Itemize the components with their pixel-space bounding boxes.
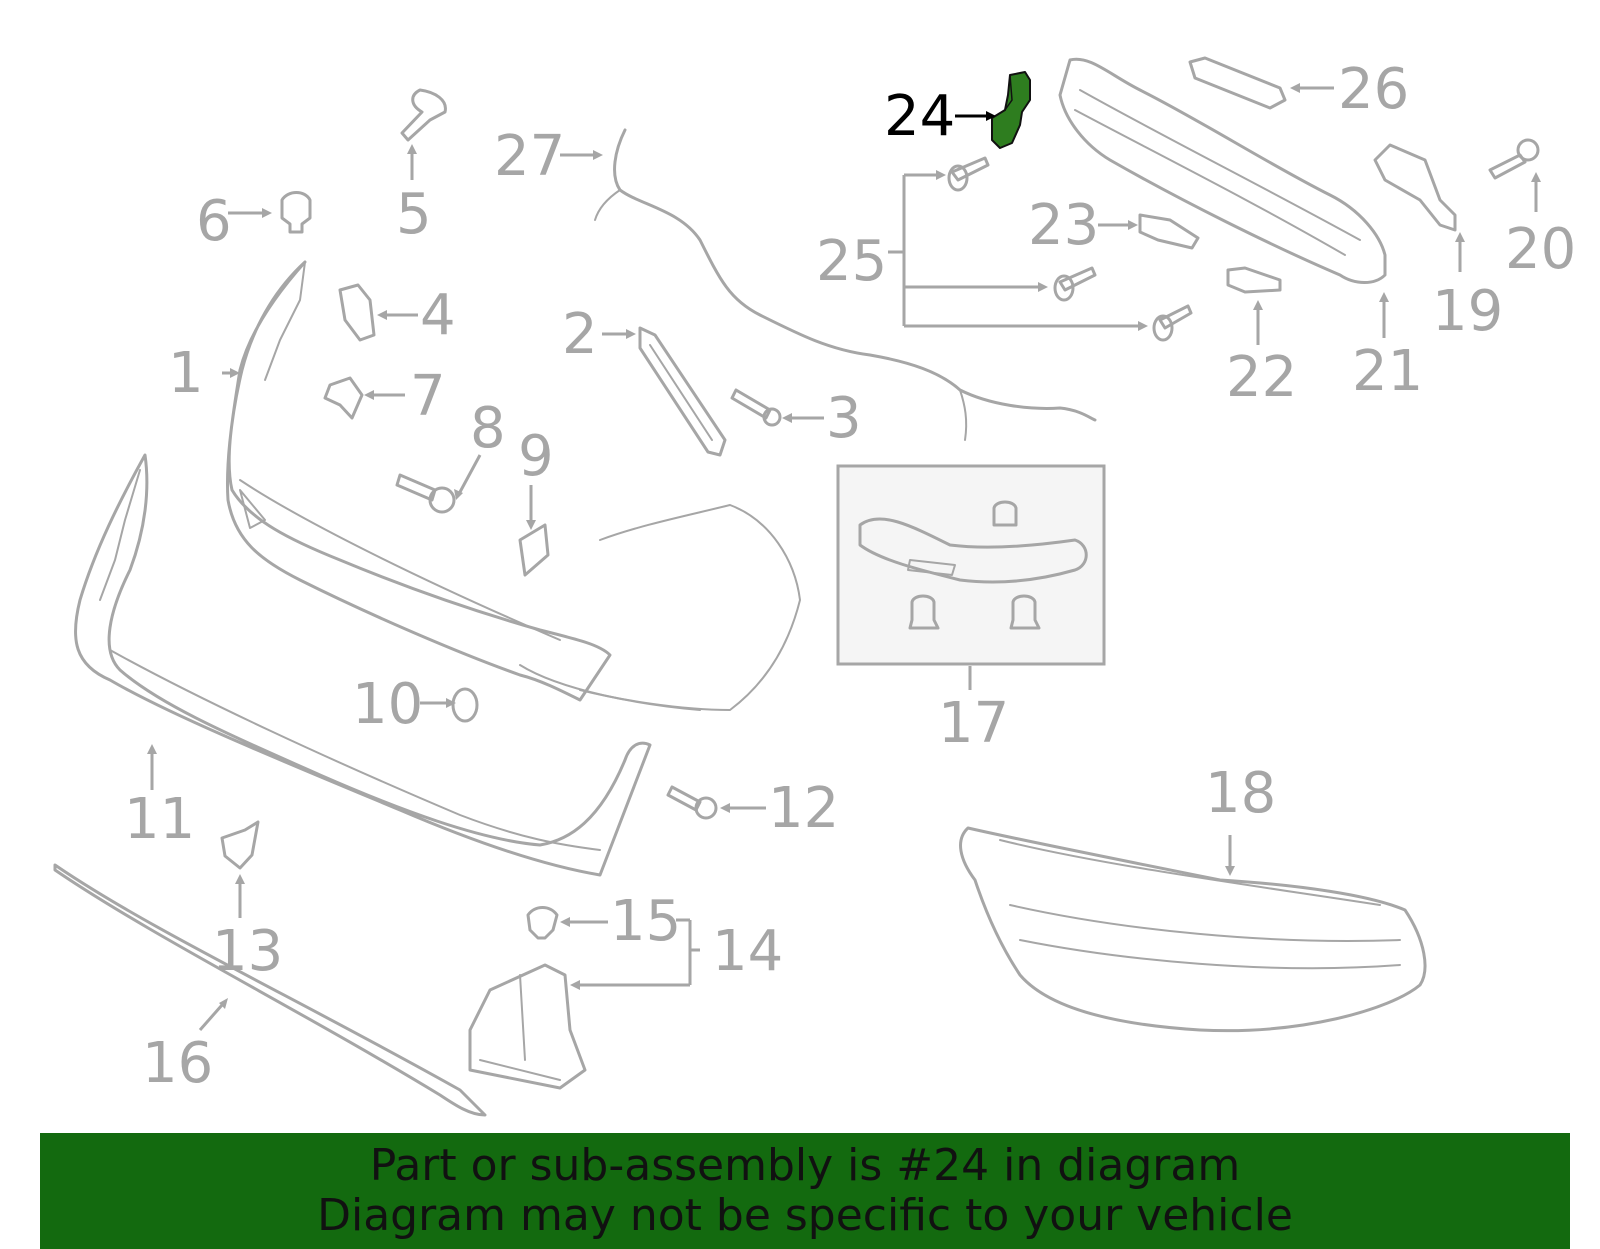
callout-17: 17 bbox=[938, 691, 1009, 756]
leaders bbox=[147, 83, 1541, 1031]
callout-7: 7 bbox=[410, 364, 446, 429]
callout-14: 14 bbox=[712, 919, 783, 984]
part-14-deflector bbox=[468, 963, 587, 1090]
part-9-pad bbox=[518, 523, 550, 577]
callout-15: 15 bbox=[610, 889, 681, 954]
callout-8: 8 bbox=[470, 396, 506, 461]
callout-12: 12 bbox=[768, 776, 839, 841]
part-18-bezel bbox=[959, 826, 1427, 1033]
callout-27: 27 bbox=[494, 124, 565, 189]
callout-26: 26 bbox=[1338, 57, 1409, 122]
part-13-clip bbox=[220, 820, 260, 870]
part-26-strip bbox=[1188, 56, 1287, 110]
part-15-grommet bbox=[526, 906, 559, 940]
part-16-trim-strip bbox=[53, 863, 487, 1117]
callout-11: 11 bbox=[124, 787, 195, 852]
callout-4: 4 bbox=[420, 283, 456, 348]
part-21-reinforcement-beam bbox=[1058, 57, 1387, 284]
callout-10: 10 bbox=[352, 672, 423, 737]
part-10-ring bbox=[451, 687, 479, 723]
callout-19: 19 bbox=[1432, 279, 1503, 344]
callout-13: 13 bbox=[212, 919, 283, 984]
callout-24: 24 bbox=[884, 84, 955, 149]
callout-20: 20 bbox=[1505, 217, 1576, 282]
callout-2: 2 bbox=[562, 302, 598, 367]
part-8-bolt bbox=[395, 473, 456, 514]
part-4-bracket bbox=[338, 283, 376, 342]
part-23-bracket bbox=[1138, 213, 1200, 250]
callout-5: 5 bbox=[396, 182, 432, 247]
banner-line-2: Diagram may not be specific to your vehi… bbox=[317, 1190, 1293, 1241]
banner-line-1: Part or sub-assembly is #24 in diagram bbox=[369, 1140, 1241, 1191]
part-6-clip bbox=[280, 191, 312, 234]
callout-6: 6 bbox=[196, 189, 232, 254]
info-banner: Part or sub-assembly is #24 in diagram D… bbox=[40, 1133, 1570, 1249]
part-17-kit bbox=[836, 464, 1106, 690]
callout-21: 21 bbox=[1352, 339, 1423, 404]
callout-18: 18 bbox=[1205, 761, 1276, 826]
callout-25: 25 bbox=[816, 229, 887, 294]
part-12-bolt bbox=[666, 785, 718, 820]
part-19-bracket bbox=[1373, 143, 1457, 232]
part-22-bracket bbox=[1226, 266, 1282, 294]
part-1-bumper-cover bbox=[226, 260, 801, 711]
callout-3: 3 bbox=[826, 386, 862, 451]
part-24-highlighted bbox=[991, 71, 1031, 149]
callout-9: 9 bbox=[518, 424, 554, 489]
part-11-lower-valance bbox=[73, 453, 652, 877]
part-27-wiring-harness bbox=[594, 128, 1097, 441]
part-3-screw bbox=[730, 388, 782, 427]
callout-22: 22 bbox=[1226, 345, 1297, 410]
part-2-bracket bbox=[638, 326, 727, 457]
callout-16: 16 bbox=[142, 1031, 213, 1096]
part-7-clip bbox=[323, 376, 364, 420]
part-25-pins bbox=[947, 156, 1193, 342]
part-5-push-pin bbox=[400, 88, 447, 142]
callout-23: 23 bbox=[1028, 193, 1099, 258]
callout-labels: 1 2 3 4 5 6 7 8 9 10 11 12 13 14 15 16 1… bbox=[124, 57, 1576, 1096]
callout-1: 1 bbox=[168, 341, 204, 406]
part-20-bolt bbox=[1488, 138, 1540, 180]
